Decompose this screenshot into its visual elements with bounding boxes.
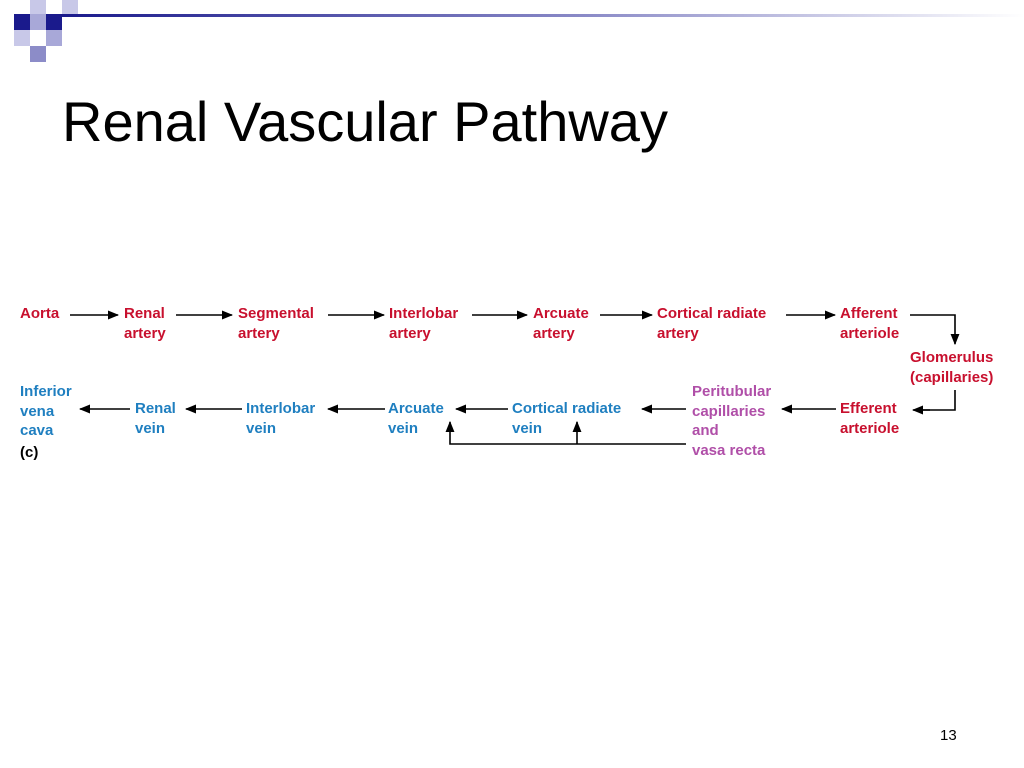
node-ivc-line: Inferior bbox=[20, 383, 72, 400]
node-peritubular-line: vasa recta bbox=[692, 441, 766, 459]
node-ivc-line: vena bbox=[20, 402, 55, 420]
node-cortical-radiate-vein: Cortical radiate vein bbox=[512, 399, 621, 438]
node-renal-artery-line: Renal bbox=[124, 305, 165, 322]
page-number: 13 bbox=[940, 727, 957, 744]
deco-square bbox=[14, 14, 30, 30]
title-bar-decoration bbox=[14, 0, 1024, 62]
node-arcuate-artery: Arcuate artery bbox=[533, 304, 589, 343]
node-segmental-artery: Segmental artery bbox=[238, 304, 314, 343]
node-efferent-arteriole: Efferent arteriole bbox=[840, 399, 899, 438]
node-renal-vein-line: vein bbox=[135, 419, 166, 437]
node-afferent-arteriole-line: Afferent bbox=[840, 305, 898, 322]
node-cortical-radiate-artery: Cortical radiate artery bbox=[657, 304, 766, 343]
node-afferent-arteriole: Afferent arteriole bbox=[840, 304, 899, 343]
node-cortical-radiate-artery-line: artery bbox=[657, 324, 699, 342]
arrow-afferent-to-glomerulus bbox=[910, 314, 960, 346]
deco-square bbox=[14, 30, 30, 46]
node-renal-artery: Renal artery bbox=[124, 304, 166, 343]
node-inferior-vena-cava: Inferior vena cava bbox=[20, 382, 72, 441]
node-renal-artery-line: artery bbox=[124, 324, 166, 342]
deco-square bbox=[46, 30, 62, 46]
deco-square bbox=[30, 0, 46, 14]
node-interlobar-artery: Interlobar artery bbox=[389, 304, 458, 343]
deco-square bbox=[30, 46, 46, 62]
node-arcuate-artery-line: artery bbox=[533, 324, 575, 342]
node-peritubular-capillaries: Peritubular capillaries and vasa recta bbox=[692, 382, 771, 460]
arrow-glomerulus-to-efferent bbox=[915, 390, 956, 411]
vasa-recta-return-line bbox=[445, 420, 686, 445]
node-interlobar-vein: Interlobar vein bbox=[246, 399, 315, 438]
node-segmental-artery-line: Segmental bbox=[238, 305, 314, 322]
deco-square bbox=[62, 0, 78, 14]
deco-square bbox=[30, 14, 46, 30]
node-interlobar-vein-line: Interlobar bbox=[246, 400, 316, 417]
node-peritubular-line: and bbox=[692, 422, 719, 439]
deco-square bbox=[46, 14, 62, 30]
panel-label: (c) bbox=[20, 443, 38, 463]
node-cortical-radiate-vein-line: Cortical radiate bbox=[512, 400, 622, 417]
node-peritubular-line: Peritubular bbox=[692, 383, 772, 400]
node-interlobar-artery-line: artery bbox=[389, 324, 431, 342]
node-afferent-arteriole-line: arteriole bbox=[840, 324, 900, 342]
node-glomerulus-line: Glomerulus bbox=[910, 349, 994, 366]
node-interlobar-vein-line: vein bbox=[246, 419, 277, 437]
node-segmental-artery-line: artery bbox=[238, 324, 280, 342]
node-arcuate-artery-line: Arcuate bbox=[533, 305, 589, 322]
node-efferent-arteriole-line: Efferent bbox=[840, 400, 897, 417]
node-glomerulus: Glomerulus (capillaries) bbox=[910, 348, 993, 387]
node-cortical-radiate-vein-line: vein bbox=[512, 419, 543, 437]
node-renal-vein-line: Renal bbox=[135, 400, 176, 417]
node-aorta-label: Aorta bbox=[20, 305, 60, 322]
node-interlobar-artery-line: Interlobar bbox=[389, 305, 459, 322]
node-glomerulus-line: (capillaries) bbox=[910, 368, 994, 386]
title-bar-gradient bbox=[62, 14, 1024, 17]
node-arcuate-vein: Arcuate vein bbox=[388, 399, 444, 438]
node-arcuate-vein-line: Arcuate bbox=[388, 400, 444, 417]
node-efferent-arteriole-line: arteriole bbox=[840, 419, 900, 437]
page-title: Renal Vascular Pathway bbox=[62, 90, 668, 153]
node-ivc-line: cava bbox=[20, 422, 54, 439]
node-peritubular-line: capillaries bbox=[692, 402, 766, 420]
node-cortical-radiate-artery-line: Cortical radiate bbox=[657, 305, 767, 322]
node-renal-vein: Renal vein bbox=[135, 399, 176, 438]
node-aorta: Aorta bbox=[20, 304, 59, 324]
panel-label-text: (c) bbox=[20, 444, 39, 461]
node-arcuate-vein-line: vein bbox=[388, 419, 419, 437]
